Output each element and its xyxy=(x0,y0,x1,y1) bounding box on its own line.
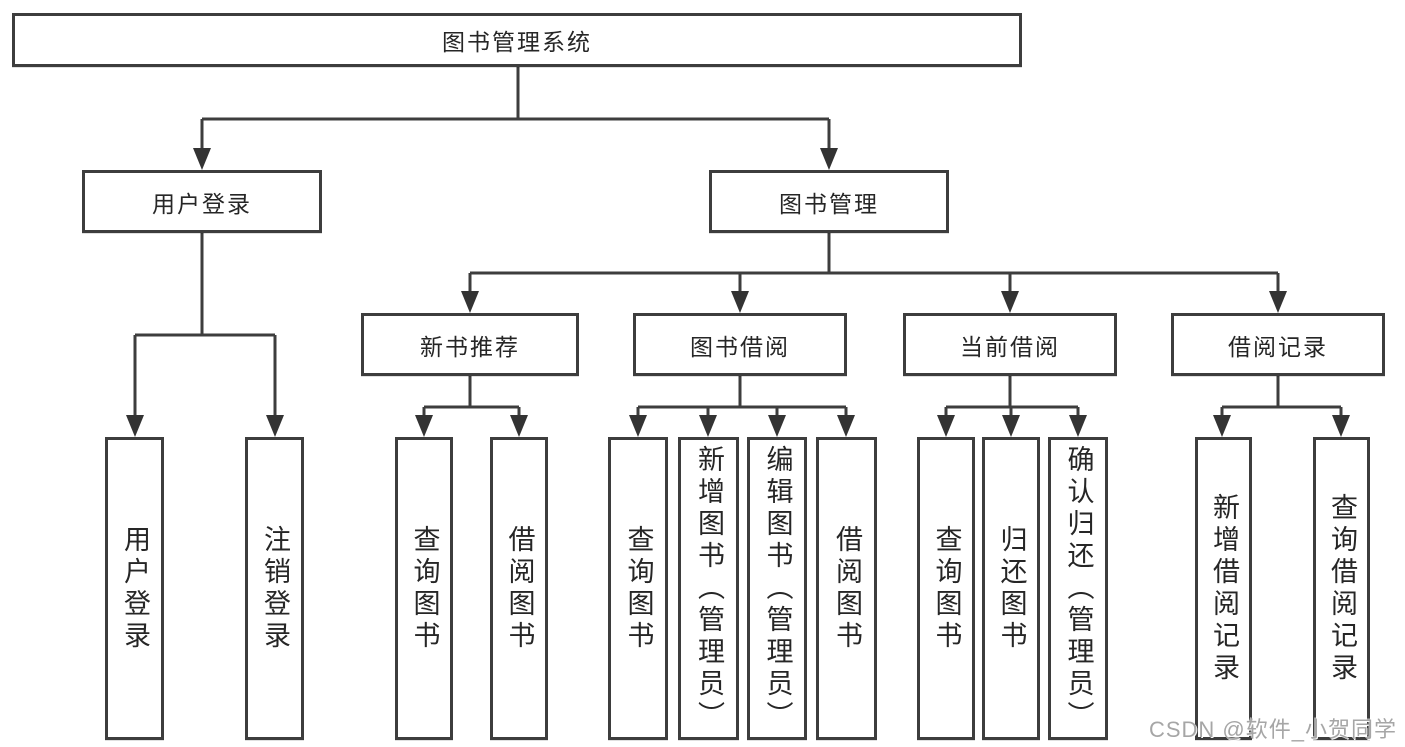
arrowhead-icon xyxy=(193,148,211,170)
arrowhead-icon xyxy=(1069,415,1087,437)
leaf-recommend-borrow-books: 借阅图书 xyxy=(490,437,548,740)
leaf-current-return-books: 归还图书 xyxy=(982,437,1040,740)
leaf-borrow-query-books: 查询图书 xyxy=(608,437,668,740)
leaf-current-query-books: 查询图书 xyxy=(917,437,975,740)
leaf-current-confirm-return-admin: 确认归还（管理员） xyxy=(1048,437,1108,740)
node-new-book-recommendation: 新书推荐 xyxy=(361,313,579,376)
node-book-management: 图书管理 xyxy=(709,170,949,233)
arrowhead-icon xyxy=(1332,415,1350,437)
arrowhead-icon xyxy=(1213,415,1231,437)
node-user-login: 用户登录 xyxy=(82,170,322,233)
arrowhead-icon xyxy=(820,148,838,170)
leaf-borrow-borrow-books: 借阅图书 xyxy=(816,437,877,740)
leaf-recommend-query-books: 查询图书 xyxy=(395,437,453,740)
leaf-logout: 注销登录 xyxy=(245,437,304,740)
leaf-records-add-record: 新增借阅记录 xyxy=(1195,437,1252,740)
arrowhead-icon xyxy=(629,415,647,437)
node-book-borrowing: 图书借阅 xyxy=(633,313,847,376)
node-borrowing-records: 借阅记录 xyxy=(1171,313,1385,376)
tree-edges xyxy=(133,67,1343,420)
leaf-records-query-record: 查询借阅记录 xyxy=(1313,437,1370,740)
leaf-user-login: 用户登录 xyxy=(105,437,164,740)
arrowhead-icon xyxy=(126,415,144,437)
arrowhead-icon xyxy=(1002,415,1020,437)
arrowhead-icon xyxy=(510,415,528,437)
arrowhead-icon xyxy=(699,415,717,437)
node-current-borrowing: 当前借阅 xyxy=(903,313,1117,376)
arrowhead-icon xyxy=(937,415,955,437)
arrowhead-icon xyxy=(266,415,284,437)
arrowhead-icon xyxy=(1269,291,1287,313)
arrowhead-icon xyxy=(837,415,855,437)
arrowhead-icon xyxy=(461,291,479,313)
arrowhead-icon xyxy=(731,291,749,313)
arrowheads xyxy=(126,148,1350,437)
arrowhead-icon xyxy=(768,415,786,437)
watermark: CSDN @软件_小贺同学 xyxy=(1148,717,1397,742)
leaf-borrow-add-books-admin: 新增图书（管理员） xyxy=(678,437,739,740)
leaf-borrow-edit-books-admin: 编辑图书（管理员） xyxy=(747,437,807,740)
arrowhead-icon xyxy=(415,415,433,437)
node-library-system: 图书管理系统 xyxy=(12,13,1022,67)
arrowhead-icon xyxy=(1001,291,1019,313)
